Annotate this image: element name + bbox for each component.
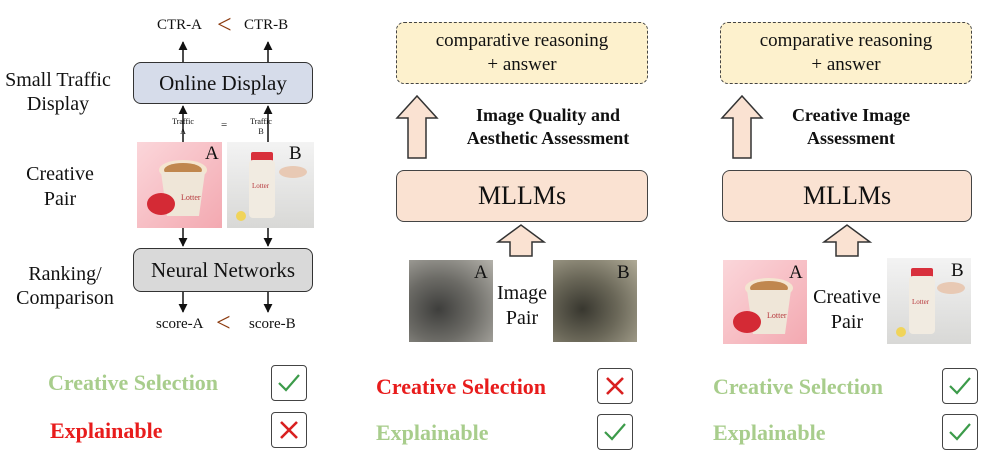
task-caption: Image Quality and Aesthetic Assessment: [466, 105, 630, 149]
creative-image-a: Lotter: [137, 142, 222, 228]
creative-image-a-label: A: [789, 262, 803, 283]
small-traffic-display-label: Small Traffic Display: [5, 69, 111, 115]
up-arrow-icon: [821, 224, 873, 257]
score-a-label: score-A: [156, 316, 204, 332]
online-display-box: Online Display: [133, 62, 313, 104]
svg-text:Lotter: Lotter: [767, 311, 787, 320]
coffee-cup-drawing: Lotter: [147, 160, 207, 216]
reasoning-box: comparative reasoning + answer: [396, 22, 648, 84]
creative-selection-check: [942, 368, 978, 404]
neural-networks-box: Neural Networks: [133, 248, 313, 292]
explainable-status: Explainable: [713, 420, 826, 445]
svg-text:Lotter: Lotter: [912, 298, 930, 306]
check-icon: [949, 377, 971, 395]
bottle-drawing: Lotter: [896, 268, 965, 337]
explainable-check: [942, 414, 978, 450]
check-icon: [604, 423, 626, 441]
image-pair-b: [553, 260, 637, 342]
creative-selection-cross: [597, 368, 633, 404]
image-pair-b-label: B: [617, 262, 630, 283]
creative-image-b: Lotter: [227, 142, 314, 228]
creative-image-b-label: B: [951, 260, 964, 281]
ranking-comparison-label: Ranking/ Comparison: [16, 263, 114, 309]
creative-image-b-label: B: [289, 143, 302, 164]
creative-selection-status: Creative Selection: [713, 374, 884, 399]
ctr-b-label: CTR-B: [244, 17, 289, 33]
creative-selection-check: [271, 365, 307, 401]
up-arrow-icon: [395, 94, 439, 159]
reasoning-box: comparative reasoning + answer: [720, 22, 972, 84]
task-caption: Creative Image Assessment: [791, 105, 911, 149]
mllm-box: MLLMs: [722, 170, 972, 222]
explainable-status: Explainable: [50, 418, 163, 443]
creative-pair-label: Creative Pair: [813, 286, 881, 333]
ctr-compare-symbol: <: [217, 10, 232, 39]
cross-icon: [280, 421, 298, 439]
creative-image-a: Lotter: [723, 260, 807, 344]
explainable-cross: [271, 412, 307, 448]
traffic-equals-symbol: =: [221, 119, 228, 131]
check-icon: [949, 423, 971, 441]
svg-text:Lotter: Lotter: [181, 193, 201, 202]
up-arrow-icon: [495, 224, 547, 257]
traffic-a-label: Traffic A: [172, 117, 194, 136]
image-pair-a: [409, 260, 493, 342]
up-arrow-icon: [720, 94, 764, 159]
creative-selection-status: Creative Selection: [48, 370, 219, 395]
score-b-label: score-B: [249, 316, 296, 332]
creative-selection-status: Creative Selection: [376, 374, 547, 399]
bottle-drawing: Lotter: [236, 152, 307, 221]
coffee-cup-drawing: Lotter: [733, 278, 793, 334]
creative-image-a-label: A: [205, 143, 219, 164]
image-pair-a-label: A: [474, 262, 488, 283]
explainable-status: Explainable: [376, 420, 489, 445]
score-compare-symbol: <: [216, 308, 231, 337]
creative-image-b: Lotter: [887, 258, 971, 344]
traffic-b-label: Traffic B: [250, 117, 272, 136]
explainable-check: [597, 414, 633, 450]
check-icon: [278, 374, 300, 392]
cross-icon: [606, 377, 624, 395]
image-pair-label: Image Pair: [497, 282, 547, 329]
ctr-a-label: CTR-A: [157, 17, 202, 33]
mllm-box: MLLMs: [396, 170, 648, 222]
creative-pair-label: Creative Pair: [26, 163, 94, 210]
svg-text:Lotter: Lotter: [252, 182, 270, 190]
